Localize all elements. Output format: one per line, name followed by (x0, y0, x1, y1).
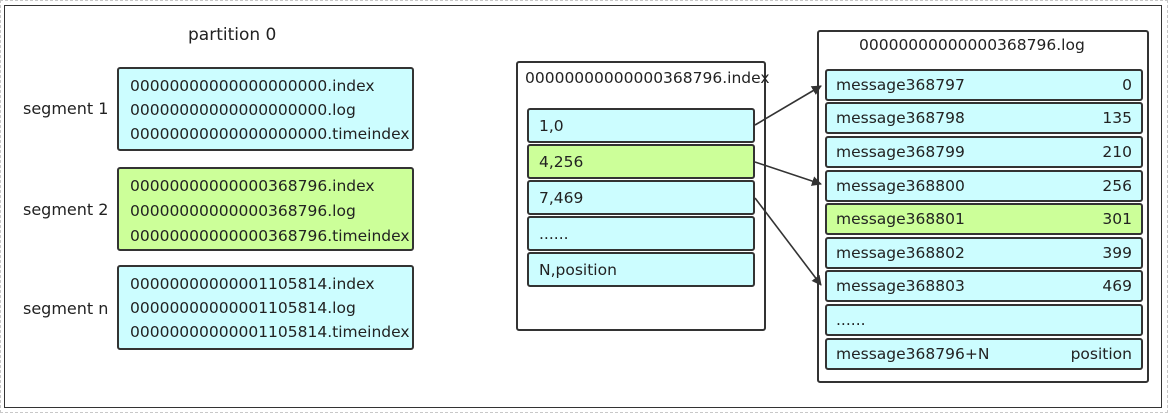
log-row: message368799 210 (825, 136, 1143, 168)
arrow-index-4-to-log (754, 161, 822, 186)
log-row-position: position (1070, 345, 1132, 363)
index-entry: 1,0 (527, 108, 755, 143)
index-entry-highlighted: 4,256 (527, 144, 755, 179)
index-entry-text: ...... (539, 224, 569, 243)
log-row-position: 301 (1102, 210, 1132, 228)
segment-1-files: 00000000000000000000.index 0000000000000… (117, 67, 414, 151)
index-entry-text: 7,469 (539, 188, 584, 207)
log-file-title: 00000000000000368796.log (859, 36, 1085, 54)
log-row-message: message368797 (836, 76, 965, 94)
log-row: message368800 256 (825, 170, 1143, 202)
diagram-frame (4, 5, 1162, 408)
index-entry: 7,469 (527, 180, 755, 215)
index-file-title: 00000000000000368796.index (525, 69, 770, 87)
segment-n-files: 00000000000001105814.index 0000000000000… (117, 265, 414, 350)
log-row: message368803 469 (825, 270, 1143, 302)
log-row-message: message368798 (836, 109, 965, 127)
index-entry-text: N,position (539, 260, 617, 279)
log-row-message: message368799 (836, 143, 965, 161)
index-entry-text: 4,256 (539, 152, 584, 171)
index-entry-text: 1,0 (539, 116, 564, 135)
log-row: message368797 0 (825, 69, 1143, 101)
segment-1-timeindex-file: 00000000000000000000.timeindex (130, 125, 410, 143)
log-row-message: message368800 (836, 177, 965, 195)
log-row-message: message368802 (836, 244, 965, 262)
log-row-message: ...... (836, 311, 866, 329)
segment-n-log-file: 00000000000001105814.log (130, 299, 356, 317)
log-row-message: message368796+N (836, 345, 990, 363)
log-row: message368796+N position (825, 338, 1143, 370)
index-entry-ellipsis: ...... (527, 216, 755, 251)
log-row-ellipsis: ...... (825, 304, 1143, 336)
segment-2-index-file: 00000000000000368796.index (130, 177, 375, 195)
segment-2-files: 00000000000000368796.index 0000000000000… (117, 167, 414, 251)
log-row-position: 399 (1102, 244, 1132, 262)
segment-n-index-file: 00000000000001105814.index (130, 275, 375, 293)
segment-2-timeindex-file: 00000000000000368796.timeindex (130, 227, 410, 245)
log-row-highlighted: message368801 301 (825, 203, 1143, 235)
segment-2-log-file: 00000000000000368796.log (130, 202, 356, 220)
log-row: message368802 399 (825, 237, 1143, 269)
log-row-message: message368801 (836, 210, 965, 228)
segment-1-index-file: 00000000000000000000.index (130, 77, 375, 95)
log-row-position: 135 (1102, 109, 1132, 127)
index-entry: N,position (527, 252, 755, 287)
log-row-position: 469 (1102, 277, 1132, 295)
log-row: message368798 135 (825, 102, 1143, 134)
segment-1-log-file: 00000000000000000000.log (130, 101, 356, 119)
arrow-index-1-to-log (754, 85, 822, 126)
segment-label-1: segment 1 (23, 99, 109, 118)
segment-label-n: segment n (23, 299, 109, 318)
log-row-position: 0 (1122, 76, 1132, 94)
log-row-message: message368803 (836, 277, 965, 295)
log-row-position: 256 (1102, 177, 1132, 195)
partition-title: partition 0 (188, 25, 277, 45)
log-row-position: 210 (1102, 143, 1132, 161)
arrow-index-7-to-log (754, 197, 822, 286)
segment-n-timeindex-file: 00000000000001105814.timeindex (130, 323, 410, 341)
segment-label-2: segment 2 (23, 200, 109, 219)
